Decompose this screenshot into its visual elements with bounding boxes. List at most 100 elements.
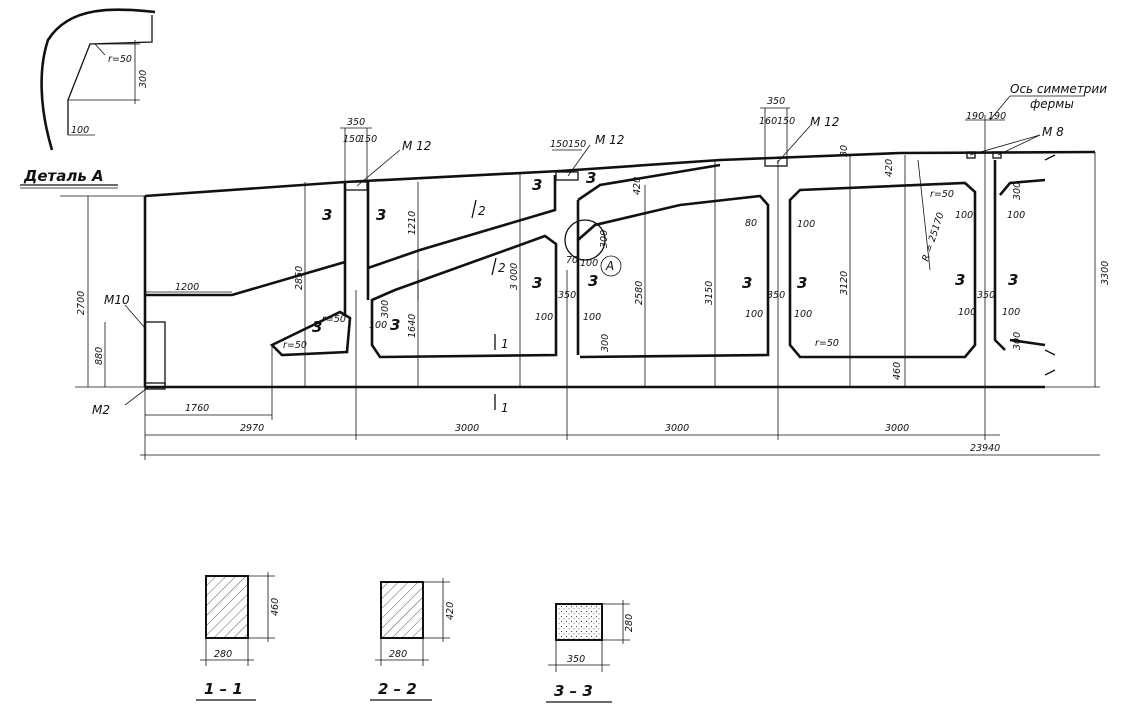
dim-text: 100: [535, 312, 553, 323]
dim-text: 100: [1002, 307, 1020, 318]
panel-label: 3: [797, 274, 807, 292]
section-2-2: 420 280 2 – 2: [370, 578, 456, 701]
detail-100-label: 100: [71, 125, 89, 136]
dim-text: 2580: [634, 281, 645, 305]
section-1-w: 280: [214, 649, 232, 660]
dim-text: 420: [632, 177, 643, 195]
panel-label: 3: [1008, 271, 1018, 289]
dim-text: 80: [745, 218, 757, 229]
dim-text: 100: [369, 320, 387, 331]
mark-m12: М 12: [402, 139, 431, 153]
detail-a: r=50 300 100 Деталь А: [20, 8, 156, 189]
panel-label: 3: [588, 272, 598, 290]
dim-text: 100: [1007, 210, 1025, 221]
panel-label: 3: [532, 274, 542, 292]
section-2-w: 280: [389, 649, 407, 660]
dim-text: 150: [568, 139, 586, 150]
section-1-title: 1 – 1: [204, 680, 243, 698]
detail-r-label: r=50: [108, 54, 132, 65]
dim-text: 23940: [970, 443, 1000, 454]
dim-text: 100: [958, 307, 976, 318]
panel-label: 3: [532, 176, 542, 194]
mark-m12: М 12: [810, 115, 839, 129]
section-3-title: 3 – 3: [554, 682, 593, 700]
dim-text: 100: [797, 219, 815, 230]
section-3-w: 350: [567, 654, 585, 665]
dim-text: 350: [558, 290, 576, 301]
dim-text: 150: [777, 116, 795, 127]
section-2-h: 420: [445, 602, 456, 620]
dim-text: 3 000: [509, 263, 520, 290]
cut-mark-2: 2: [498, 261, 506, 275]
dim-text: 300: [600, 334, 611, 352]
dim-text: 880: [94, 347, 105, 365]
dim-text: 3000: [455, 423, 479, 434]
dim-text: 1200: [175, 282, 199, 293]
dim-text: 3000: [665, 423, 689, 434]
dim-text: r=50: [930, 189, 954, 200]
dim-text: 2850: [294, 266, 305, 290]
dim-text: 350: [767, 290, 785, 301]
cut-mark-1: 1: [501, 337, 509, 351]
cut-marks: 2 2 1 1: [471, 199, 509, 415]
sym-axis-line1: Ось симметрии: [1010, 82, 1107, 96]
section-1-h: 460: [270, 598, 281, 616]
dim-text: 100: [583, 312, 601, 323]
dim-text: 1210: [407, 211, 418, 235]
dim-text: 190: [966, 111, 984, 122]
dim-text: 1760: [185, 403, 209, 414]
dim-text: r=50: [322, 314, 346, 325]
panel-label: 3: [322, 206, 332, 224]
dim-text: 100: [794, 309, 812, 320]
dim-text: 100: [955, 210, 973, 221]
mark-m10: М10: [104, 293, 130, 307]
dim-text: 350: [347, 117, 365, 128]
mark-m12: М 12: [595, 133, 624, 147]
truss-outline: [143, 150, 1096, 390]
dim-text: 420: [884, 159, 895, 177]
section-3-h: 280: [624, 614, 635, 632]
dim-text: 300: [1012, 332, 1023, 350]
detail-a-title: Деталь А: [23, 167, 104, 185]
cut-mark-1: 1: [501, 401, 509, 415]
panel-label: 3: [390, 316, 400, 334]
dim-text: 300: [380, 300, 391, 318]
dim-text: 3120: [839, 271, 850, 295]
dim-text: 3000: [885, 423, 909, 434]
dim-text: 100: [580, 258, 598, 269]
panel-label: 3: [742, 274, 752, 292]
dim-text: 150: [359, 134, 377, 145]
section-3-3: 280 350 3 – 3: [546, 600, 635, 703]
cut-mark-2: 2: [478, 204, 486, 218]
dim-text: 300: [1012, 182, 1023, 200]
dim-text: 30: [839, 145, 850, 157]
dim-text: 350: [977, 290, 995, 301]
dim-text: 150: [550, 139, 568, 150]
detail-circle-label: А: [605, 259, 614, 273]
dim-text: 2970: [240, 423, 264, 434]
dim-text: 3150: [704, 281, 715, 305]
panel-label: 3: [376, 206, 386, 224]
dim-text: 3300: [1100, 261, 1111, 285]
dim-text: 70: [566, 255, 578, 266]
mark-labels: М 12 М 12 М 12 М 8 М10 М2 Ось симметрии …: [92, 82, 1107, 417]
section-1-1: 460 280 1 – 1: [196, 572, 281, 701]
panel-labels: 3 3 3 3 3 3 3 3 3 3 3 3: [312, 169, 1018, 336]
section-2-title: 2 – 2: [378, 680, 417, 698]
detail-300-label: 300: [138, 70, 149, 88]
dim-text: r=50: [815, 338, 839, 349]
panel-label: 3: [955, 271, 965, 289]
dim-text: 300: [599, 230, 610, 248]
dim-text: 160: [759, 116, 777, 127]
panel-label: 3: [586, 169, 596, 187]
panel-label: 3: [312, 318, 322, 336]
dim-text: 460: [892, 362, 903, 380]
mark-m2: М2: [92, 403, 110, 417]
mark-m8: М 8: [1042, 125, 1064, 139]
dim-text: 2700: [76, 291, 87, 315]
dim-text: 100: [745, 309, 763, 320]
dimension-lines: [60, 95, 1100, 460]
dim-text: r=50: [283, 340, 307, 351]
dim-text: 190: [988, 111, 1006, 122]
